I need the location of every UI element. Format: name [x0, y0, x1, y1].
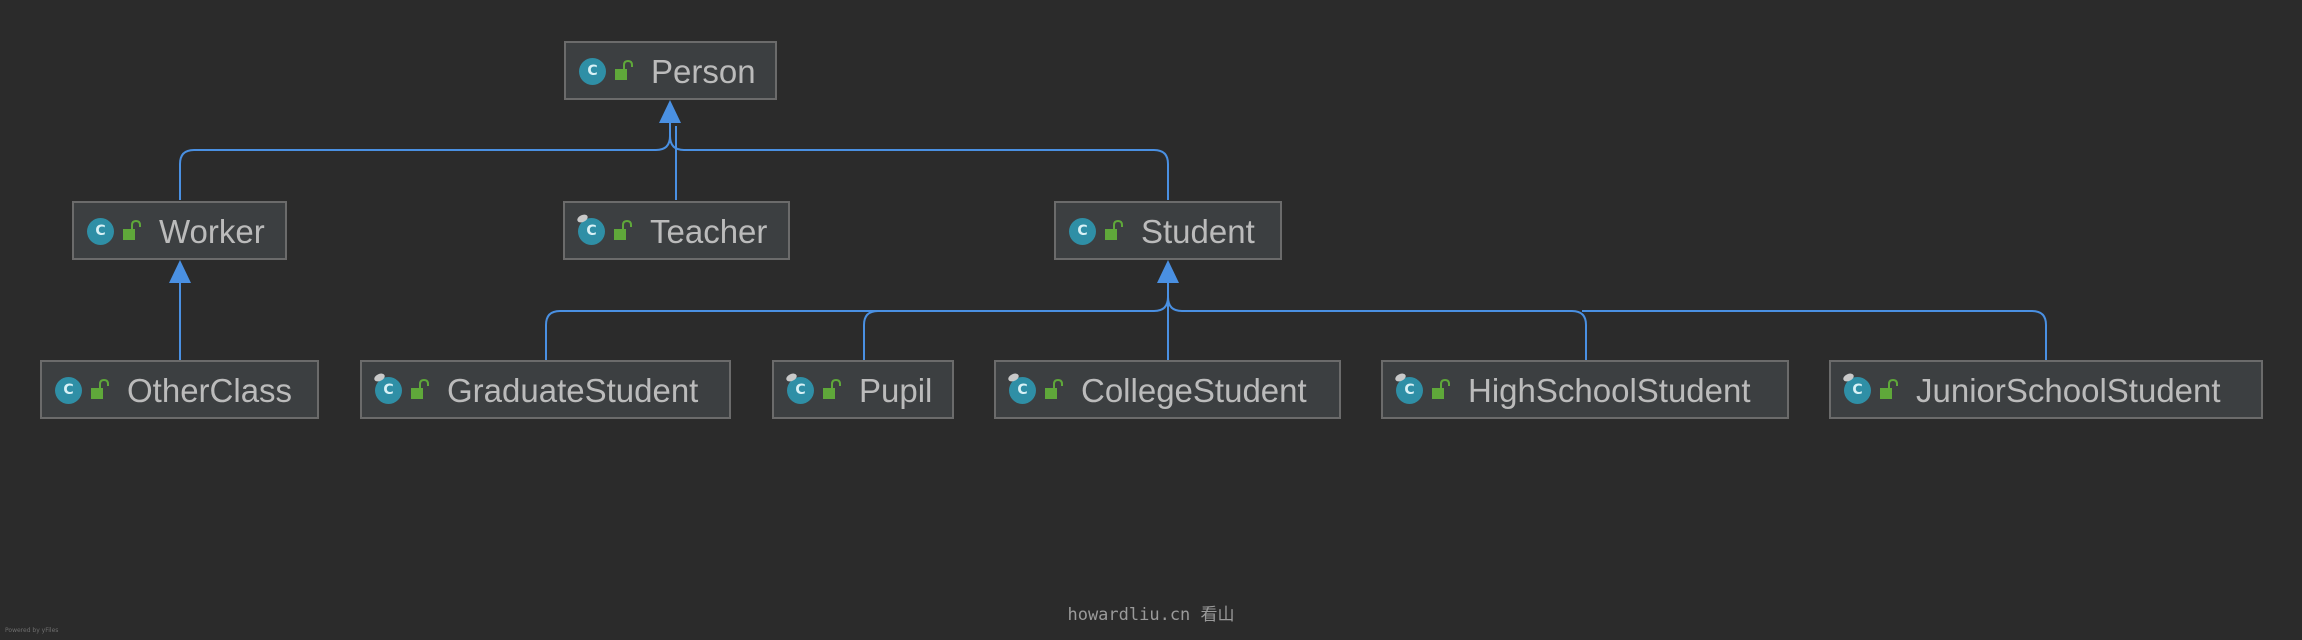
- class-name: Teacher: [650, 213, 768, 250]
- class-name: CollegeStudent: [1081, 372, 1307, 409]
- public-unlock-icon: [823, 379, 841, 399]
- abstract-class-icon: C: [1396, 377, 1423, 404]
- powered-by-text: Powered by yFiles: [5, 627, 59, 634]
- arrowhead-person: [659, 100, 681, 123]
- class-node-collegestudent[interactable]: C CollegeStudent: [994, 360, 1341, 419]
- class-node-worker[interactable]: C Worker: [72, 201, 287, 260]
- class-icon: C: [55, 377, 82, 404]
- class-icon: C: [1069, 218, 1096, 245]
- class-name: Person: [651, 53, 756, 90]
- class-node-highschoolstudent[interactable]: C HighSchoolStudent: [1381, 360, 1789, 419]
- edge-worker-person: [179, 118, 671, 200]
- edge-juniorschoolstudent-student: [1582, 310, 2047, 360]
- public-unlock-icon: [614, 220, 632, 240]
- public-unlock-icon: [1045, 379, 1063, 399]
- class-icon: C: [579, 58, 606, 85]
- public-unlock-icon: [1880, 379, 1898, 399]
- public-unlock-icon: [615, 60, 633, 80]
- public-unlock-icon: [1432, 379, 1450, 399]
- class-node-juniorschoolstudent[interactable]: C JuniorSchoolStudent: [1829, 360, 2263, 419]
- abstract-class-icon: C: [787, 377, 814, 404]
- edge-highschoolstudent-student: [1167, 296, 1587, 360]
- class-name: Pupil: [859, 372, 933, 409]
- edge-student-person: [669, 135, 1169, 200]
- class-name: OtherClass: [127, 372, 293, 409]
- class-node-otherclass[interactable]: C OtherClass: [40, 360, 319, 419]
- class-name: Student: [1141, 213, 1255, 250]
- abstract-class-icon: C: [1844, 377, 1871, 404]
- class-name: HighSchoolStudent: [1468, 372, 1751, 409]
- public-unlock-icon: [123, 220, 141, 240]
- abstract-class-icon: C: [375, 377, 402, 404]
- class-name: JuniorSchoolStudent: [1916, 372, 2221, 409]
- edge-pupil-student: [863, 310, 879, 360]
- abstract-class-icon: C: [578, 218, 605, 245]
- arrowhead-worker: [169, 260, 191, 283]
- class-node-teacher[interactable]: C Teacher: [563, 201, 790, 260]
- public-unlock-icon: [1105, 220, 1123, 240]
- edge-graduatestudent-student: [545, 278, 1169, 360]
- class-node-pupil[interactable]: C Pupil: [772, 360, 954, 419]
- arrowhead-student: [1157, 260, 1179, 283]
- class-icon: C: [87, 218, 114, 245]
- class-name: GraduateStudent: [447, 372, 699, 409]
- class-node-graduatestudent[interactable]: C GraduateStudent: [360, 360, 731, 419]
- abstract-class-icon: C: [1009, 377, 1036, 404]
- public-unlock-icon: [91, 379, 109, 399]
- class-node-student[interactable]: C Student: [1054, 201, 1282, 260]
- public-unlock-icon: [411, 379, 429, 399]
- class-node-person[interactable]: C Person: [564, 41, 777, 100]
- class-name: Worker: [159, 213, 265, 250]
- watermark-text: howardliu.cn 看山: [1067, 605, 1235, 625]
